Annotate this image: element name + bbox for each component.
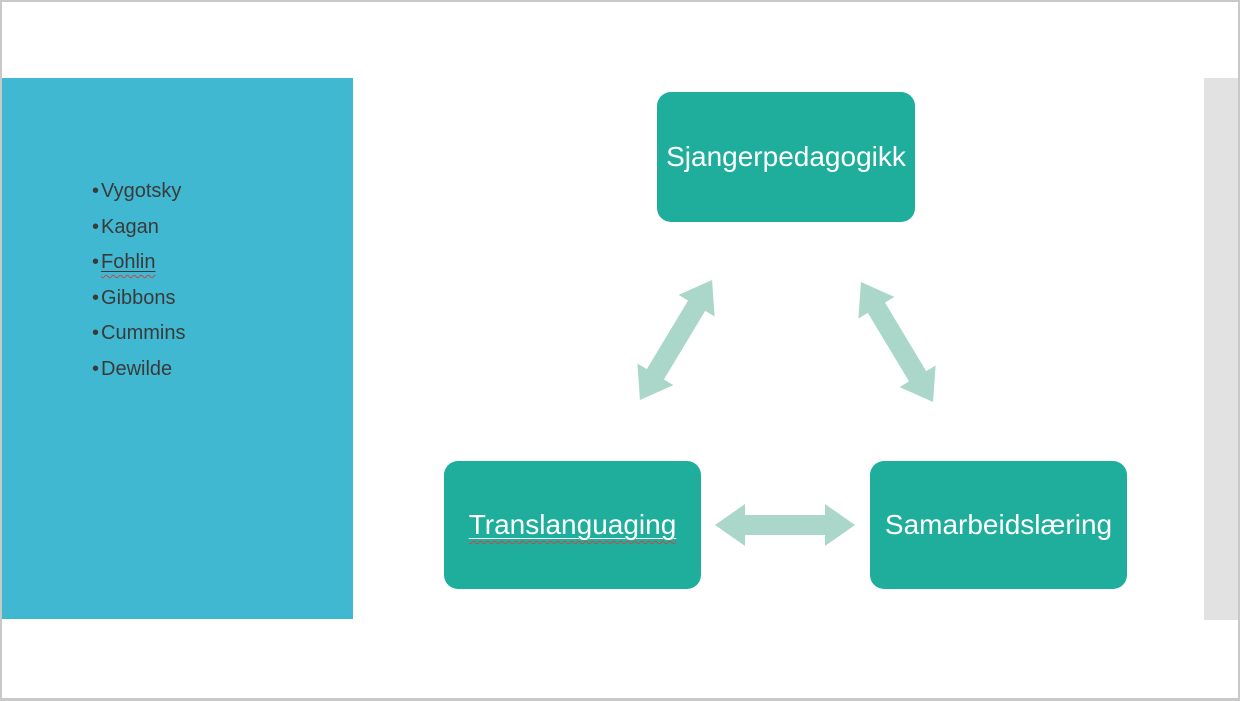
diagram-node-samarbeidslaering: Samarbeidslæring	[870, 461, 1127, 589]
diagram-node-sjangerpedagogikk: Sjangerpedagogikk	[657, 92, 915, 222]
double-arrow-icon-left-to-right	[715, 504, 855, 546]
right-edge-panel	[1204, 78, 1240, 620]
bullet-icon: •	[92, 180, 100, 202]
author-name: Gibbons	[101, 286, 176, 309]
bullet-icon: •	[92, 322, 100, 344]
author-name: Vygotsky	[101, 180, 182, 202]
double-arrow-icon-top-to-left	[637, 279, 715, 401]
authors-panel: •Vygotsky •Kagan •Fohlin •Gibbons •Cummi…	[0, 78, 353, 619]
authors-list: •Vygotsky •Kagan •Fohlin •Gibbons •Cummi…	[0, 78, 353, 387]
list-item: •Kagan	[92, 210, 333, 246]
node-link-translanguaging[interactable]: Translanguaging	[468, 509, 677, 540]
author-name: Kagan	[101, 215, 159, 238]
list-item: •Dewilde	[92, 352, 333, 388]
bullet-icon: •	[92, 215, 100, 238]
list-item: •Vygotsky	[92, 174, 333, 210]
node-label: Sjangerpedagogikk	[666, 141, 906, 172]
bullet-icon: •	[92, 251, 100, 273]
author-name: Cummins	[101, 322, 186, 344]
node-label: Samarbeidslæring	[884, 509, 1113, 540]
list-item: •Fohlin	[92, 245, 333, 281]
diagram-node-translanguaging: Translanguaging	[444, 461, 701, 589]
double-arrow-icon-top-to-right	[858, 281, 936, 403]
bullet-icon: •	[92, 286, 100, 309]
author-link-fohlin[interactable]: Fohlin	[101, 251, 156, 273]
author-name: Dewilde	[101, 357, 173, 380]
list-item: •Cummins	[92, 316, 333, 352]
list-item: •Gibbons	[92, 281, 333, 317]
bullet-icon: •	[92, 357, 100, 380]
